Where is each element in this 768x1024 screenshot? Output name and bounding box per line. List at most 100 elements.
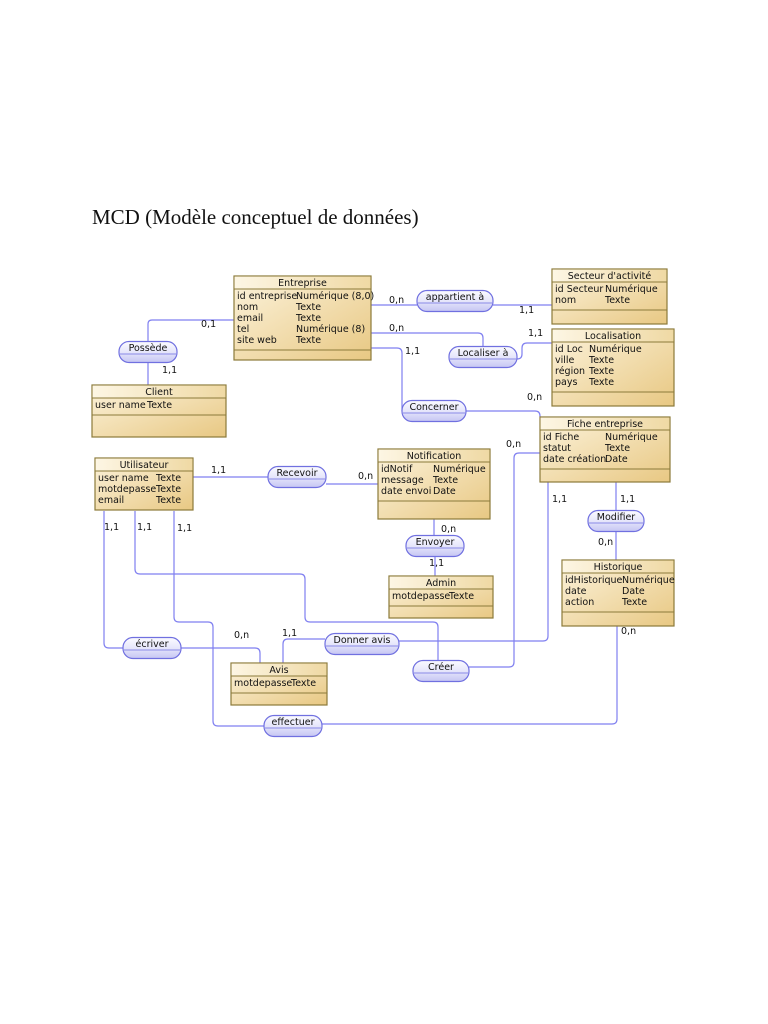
link-creer-fiche <box>469 452 540 668</box>
attribute-type: Texte <box>604 443 630 454</box>
entity-header <box>562 560 674 573</box>
association-creer[interactable]: Créer <box>412 659 470 683</box>
association-shape <box>448 345 518 369</box>
association-ecrire[interactable]: écriver <box>122 636 182 660</box>
attribute-name: ville <box>555 355 575 366</box>
association-shape <box>401 399 467 423</box>
association-shape <box>405 534 465 558</box>
cardinality-label: 0,n <box>527 392 542 403</box>
attribute-type: Texte <box>588 355 614 366</box>
attribute-type: Numérique <box>605 284 658 295</box>
attribute-type: Numérique <box>589 344 642 355</box>
attribute-name: idNotif <box>381 464 413 475</box>
attribute-name: id Loc <box>555 344 583 355</box>
attribute-type: Texte <box>621 597 647 608</box>
cardinality-label: 0,n <box>358 471 373 482</box>
association-donner[interactable]: Donner avis <box>324 632 400 656</box>
entity-name: Avis <box>269 665 288 676</box>
attribute-type: Texte <box>588 377 614 388</box>
attribute-name: nom <box>237 302 258 313</box>
attribute-name: région <box>555 366 585 377</box>
link-donner-fiche <box>399 482 549 642</box>
attribute-name: pays <box>555 377 577 388</box>
association-shape <box>416 289 494 313</box>
attribute-name: statut <box>543 443 571 454</box>
attribute-type: Texte <box>448 591 474 602</box>
attribute-name: message <box>381 475 424 486</box>
association-concerner[interactable]: Concerner <box>401 399 467 423</box>
attribute-name: user name <box>98 473 149 484</box>
attribute-name: site web <box>237 335 277 346</box>
attribute-name: date envoi <box>381 486 431 497</box>
attribute-name: motdepasse <box>98 484 156 495</box>
association-modifier[interactable]: Modifier <box>587 509 645 533</box>
entity-header <box>552 329 674 342</box>
attribute-type: Date <box>605 454 628 465</box>
association-appartient[interactable]: appartient à <box>416 289 494 313</box>
attribute-type: Numérique (8) <box>296 324 365 335</box>
association-effectuer[interactable]: effectuer <box>263 714 323 738</box>
cardinality-label: 1,1 <box>429 558 444 569</box>
entity-name: Localisation <box>585 331 641 342</box>
association-localiser[interactable]: Localiser à <box>448 345 518 369</box>
attribute-name: email <box>98 495 124 506</box>
association-recevoir[interactable]: Recevoir <box>267 465 327 489</box>
link-entreprise-localiser <box>371 332 484 347</box>
links-layer <box>103 304 618 727</box>
cardinality-label: 1,1 <box>620 494 635 505</box>
link-localiser-localisation <box>516 342 552 360</box>
association-envoyer[interactable]: Envoyer <box>405 534 465 558</box>
attribute-type: Texte <box>155 484 181 495</box>
association-label: Donner avis <box>334 635 391 646</box>
cardinality-label: 0,n <box>389 295 404 306</box>
cardinality-label: 0,n <box>598 537 613 548</box>
entity-header <box>92 385 226 398</box>
attribute-type: Texte <box>155 495 181 506</box>
attribute-type: Date <box>433 486 456 497</box>
entity-header <box>231 663 327 676</box>
association-label: Concerner <box>409 402 458 413</box>
attribute-name: date création <box>543 454 606 465</box>
attribute-name: id entreprise <box>237 291 297 302</box>
association-shape <box>587 509 645 533</box>
association-shape <box>412 659 470 683</box>
cardinality-label: 1,1 <box>104 522 119 533</box>
link-utilisateur-effectuer <box>173 511 264 727</box>
cardinality-label: 1,1 <box>552 494 567 505</box>
attribute-type: Texte <box>290 678 316 689</box>
association-label: Localiser à <box>458 348 509 359</box>
entity-name: Entreprise <box>278 278 327 289</box>
attribute-name: user name <box>95 400 146 411</box>
cardinality-label: 1,1 <box>137 522 152 533</box>
association-label: écriver <box>136 639 169 650</box>
attribute-name: action <box>565 597 594 608</box>
link-utilisateur-ecrire <box>103 511 123 649</box>
cardinality-label: 0,1 <box>201 319 216 330</box>
link-entreprise-possede <box>147 319 234 342</box>
attribute-name: email <box>237 313 263 324</box>
association-possede[interactable]: Possède <box>118 340 178 364</box>
association-shape <box>267 465 327 489</box>
link-entreprise-concerner <box>371 347 403 411</box>
cardinality-label: 0,n <box>441 524 456 535</box>
cardinality-label: 0,n <box>506 439 521 450</box>
entity-name: Utilisateur <box>120 460 169 471</box>
entity-name: Fiche entreprise <box>567 419 643 430</box>
attribute-type: Date <box>622 586 645 597</box>
attribute-type: Texte <box>295 302 321 313</box>
associations-layer: appartient à Localiser à PossèdeConcernerR… <box>118 289 645 738</box>
cardinality-label: 0,n <box>621 626 636 637</box>
